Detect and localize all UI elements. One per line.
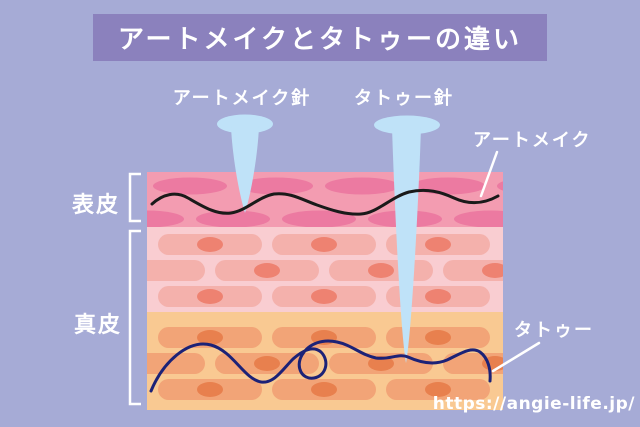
epidermis-label: 表皮	[72, 193, 121, 218]
dermis-label: 真皮	[74, 313, 123, 338]
cell-nucleus	[425, 330, 451, 345]
cell-nucleus	[197, 330, 223, 345]
skin-block	[147, 172, 503, 410]
skin-cell	[454, 210, 503, 228]
needle-head	[374, 115, 440, 135]
tattoo-needle	[374, 115, 440, 363]
skin-cell	[325, 177, 399, 195]
cell-nucleus	[197, 289, 223, 304]
upper-dermis-layer	[147, 227, 503, 312]
tattoo-callout-line	[491, 341, 541, 373]
art-makeup-needle	[217, 114, 273, 213]
tattoo-pigment-line	[149, 339, 492, 393]
cell-nucleus	[254, 263, 280, 278]
cell-nucleus	[368, 356, 394, 371]
skin-cell	[239, 177, 313, 195]
cell-nucleus	[311, 237, 337, 252]
page-title: アートメイクとタトゥーの違い	[93, 14, 547, 61]
needle-tip	[231, 126, 259, 213]
cell-nucleus	[197, 382, 223, 397]
site-url: https://angie-life.jp/	[432, 394, 635, 414]
tattoo-label: タトゥー	[514, 320, 594, 341]
art-makeup-label: アートメイク	[473, 130, 592, 151]
art-needle-label: アートメイク針	[172, 88, 312, 109]
skin-cell	[196, 210, 270, 228]
cell-nucleus	[311, 382, 337, 397]
skin-cell	[147, 210, 184, 228]
skin-cell	[147, 260, 205, 281]
cell-nucleus	[254, 356, 280, 371]
art-makeup-pigment-line	[150, 188, 500, 216]
skin-cell	[153, 177, 227, 195]
epidermis-layer	[147, 172, 503, 228]
cell-nucleus	[425, 289, 451, 304]
skin-cell	[147, 353, 205, 374]
cell-nucleus	[425, 382, 451, 397]
needle-tip	[392, 127, 421, 363]
cell-nucleus	[482, 263, 503, 278]
tattoo-needle-label: タトゥー針	[354, 88, 454, 109]
dermis-bracket	[128, 229, 141, 406]
skin-cell	[282, 210, 356, 228]
cell-nucleus	[368, 263, 394, 278]
epidermis-bracket	[128, 172, 141, 223]
art-makeup-callout-line	[479, 150, 499, 198]
cell-nucleus	[311, 289, 337, 304]
skin-cell	[497, 181, 503, 191]
cell-nucleus	[197, 237, 223, 252]
needle-head	[217, 114, 273, 134]
cell-nucleus	[425, 237, 451, 252]
